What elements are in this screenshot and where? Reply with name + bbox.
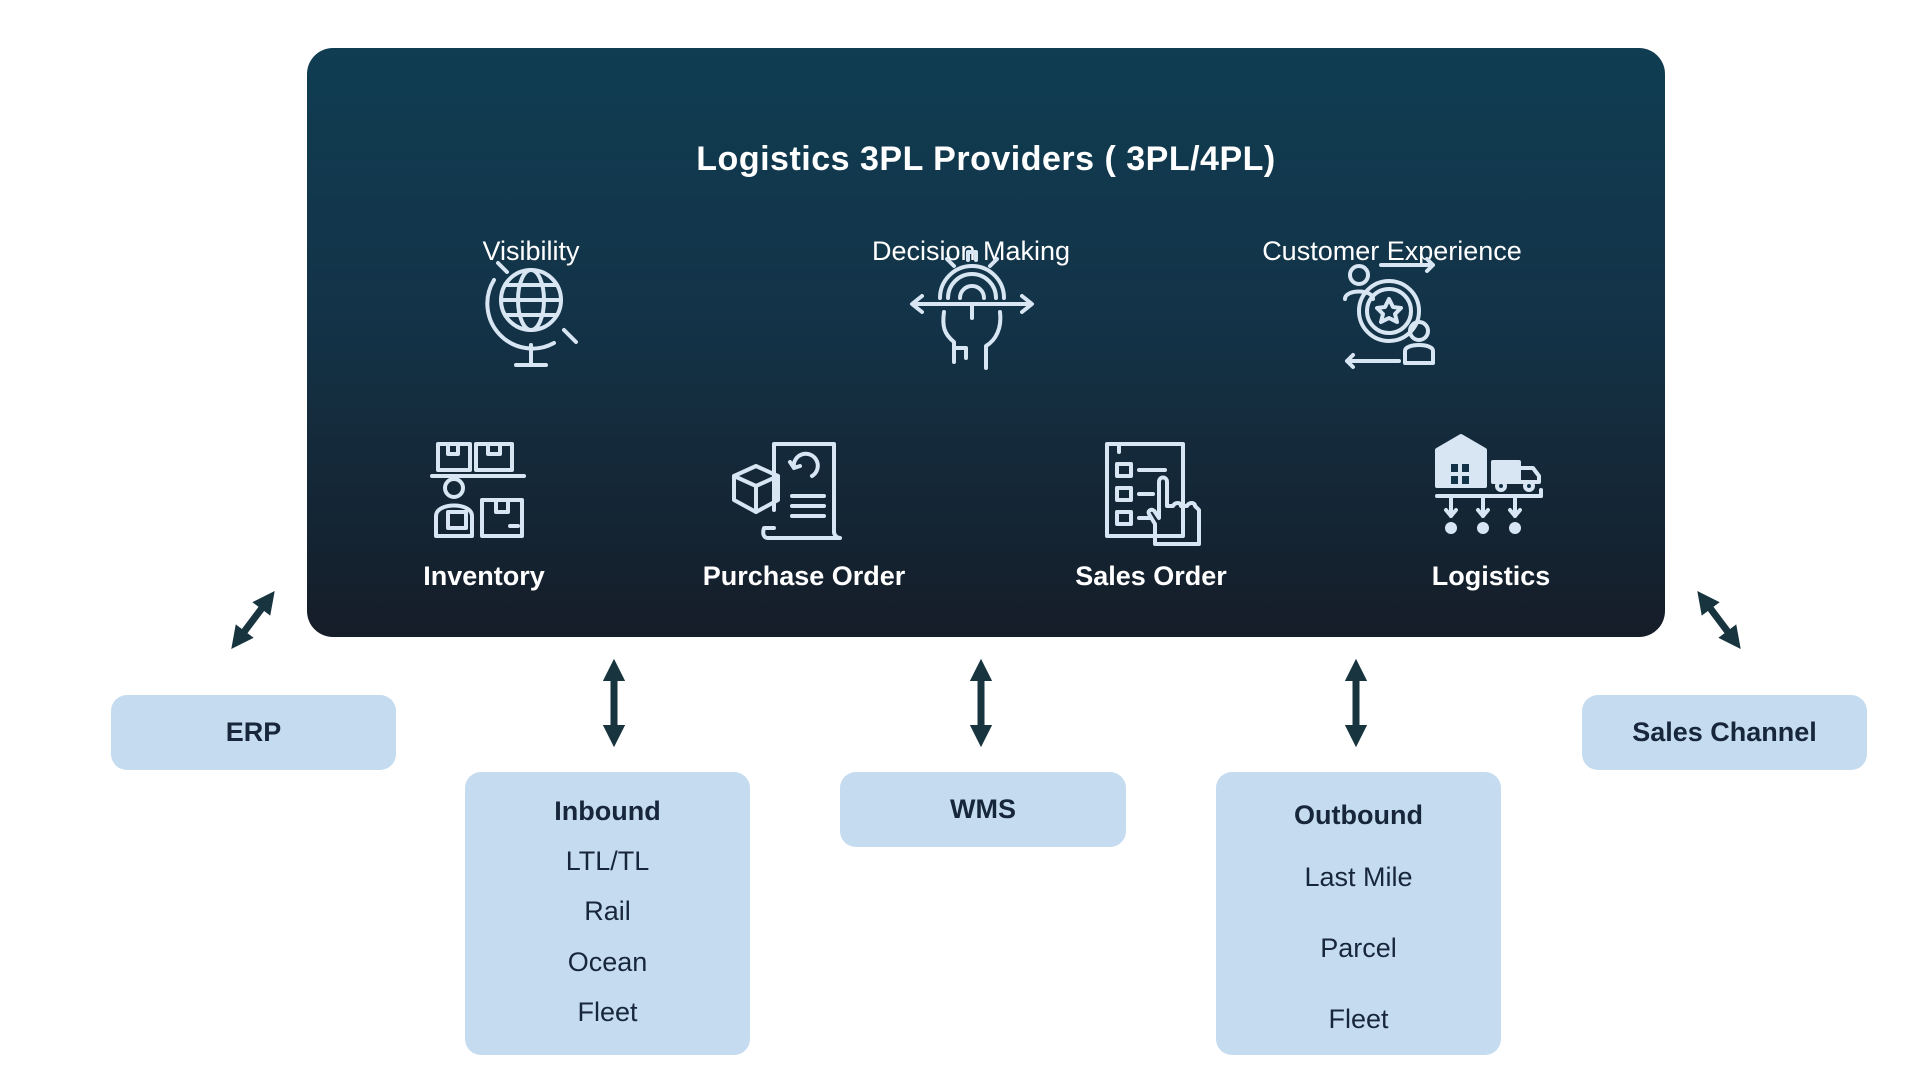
3pl-providers-panel: Logistics 3PL Providers ( 3PL/4PL) Visib… — [307, 48, 1665, 637]
outbound-node: Outbound Last Mile Parcel Fleet — [1216, 772, 1501, 1055]
sales-order-checklist-icon — [1101, 440, 1205, 548]
outbound-item: Parcel — [1320, 933, 1397, 963]
erp-node: ERP — [111, 695, 396, 770]
outbound-item: Fleet — [1328, 1004, 1389, 1034]
outbound-item: Last Mile — [1304, 862, 1413, 892]
customer-experience-gear-icon — [1329, 251, 1449, 371]
module-sales-order-label: Sales Order — [1075, 561, 1227, 591]
head-gear-decision-icon — [908, 248, 1036, 376]
inbound-item: Ocean — [567, 947, 648, 977]
erp-arrow — [231, 591, 275, 649]
inbound-title: Inbound — [554, 796, 661, 826]
inbound-item: LTL/TL — [565, 846, 650, 876]
inbound-node: Inbound LTL/TL Rail Ocean Fleet — [465, 772, 750, 1055]
pillar-customer-experience-label: Customer Experience — [1262, 236, 1522, 266]
globe-search-icon — [476, 248, 586, 373]
module-purchase-order-label: Purchase Order — [702, 561, 906, 591]
sales-channel-node: Sales Channel — [1582, 695, 1867, 770]
panel-title: Logistics 3PL Providers ( 3PL/4PL) — [696, 140, 1276, 178]
inbound-item: Fleet — [577, 997, 638, 1027]
purchase-order-document-icon — [728, 440, 846, 542]
pillar-visibility-label: Visibility — [482, 236, 580, 266]
wms-node: WMS — [840, 772, 1126, 847]
sales-channel-arrow — [1697, 591, 1741, 649]
module-inventory-label: Inventory — [423, 561, 545, 591]
inbound-item: Rail — [584, 896, 631, 926]
warehouse-truck-distribution-icon — [1433, 432, 1545, 544]
outbound-title: Outbound — [1294, 800, 1423, 830]
module-logistics-label: Logistics — [1431, 561, 1551, 591]
inventory-worker-boxes-icon — [428, 440, 528, 540]
